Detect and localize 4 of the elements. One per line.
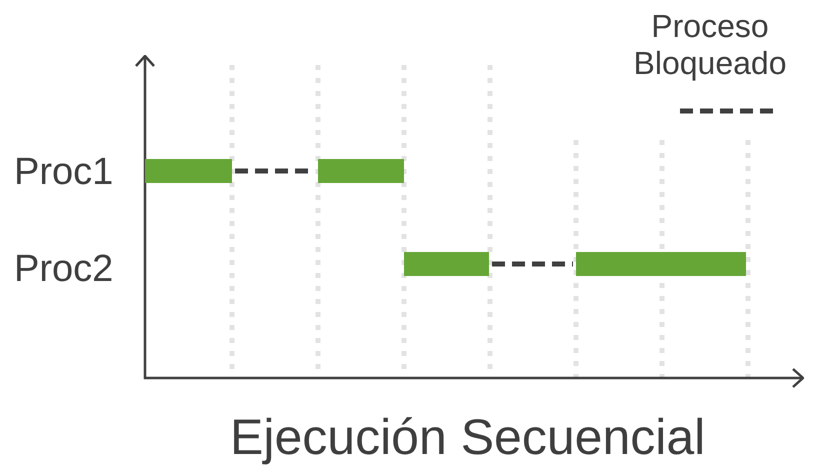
row-label: Proc2	[14, 250, 114, 288]
legend-label: Proceso Bloqueado	[632, 8, 788, 82]
axis-caption: Ejecución Secuencial	[230, 412, 706, 462]
row-label: Proc1	[14, 153, 114, 191]
